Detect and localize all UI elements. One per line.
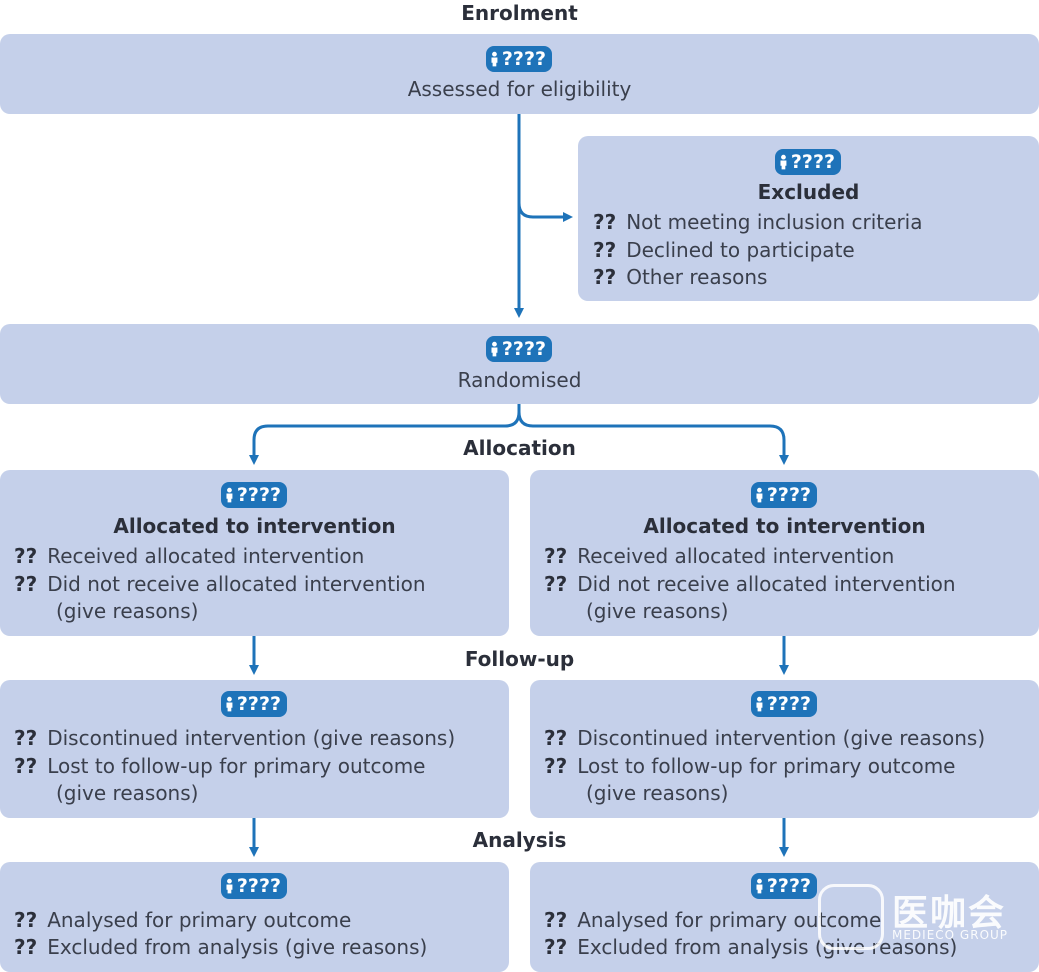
arrow-to-excluded bbox=[517, 202, 573, 222]
list-item: ??Discontinued intervention (give reason… bbox=[544, 726, 986, 750]
list-item: ??Analysed for primary outcome bbox=[14, 908, 352, 932]
person-icon bbox=[756, 696, 763, 712]
count-badge: ???? bbox=[221, 873, 287, 899]
list-item: ??Excluded from analysis (give reasons) bbox=[544, 935, 958, 959]
count-placeholder: ???? bbox=[236, 484, 281, 506]
person-icon bbox=[756, 878, 763, 894]
count-badge: ???? bbox=[751, 873, 817, 899]
count-placeholder: ???? bbox=[766, 693, 811, 715]
list-item: ??Lost to follow-up for primary outcome bbox=[544, 754, 956, 778]
list-item: ??Excluded from analysis (give reasons) bbox=[14, 935, 428, 959]
count-badge: ???? bbox=[486, 336, 552, 362]
count-badge: ???? bbox=[775, 149, 841, 175]
list-item: ??Analysed for primary outcome bbox=[544, 908, 882, 932]
randomised-box: ???? Randomised bbox=[0, 324, 1039, 404]
stage-label-followup: Follow-up bbox=[464, 647, 575, 671]
count-badge: ???? bbox=[751, 482, 817, 508]
list-item: ??Received allocated intervention bbox=[544, 544, 895, 568]
count-placeholder: ???? bbox=[236, 875, 281, 897]
list-item: ??Did not receive allocated intervention bbox=[14, 572, 426, 596]
list-item: ??Other reasons bbox=[593, 265, 768, 289]
person-icon bbox=[226, 696, 233, 712]
list-item: ??Not meeting inclusion criteria bbox=[593, 210, 923, 234]
arrow-randomised-split-right bbox=[517, 411, 789, 465]
note-text: (give reasons) bbox=[56, 599, 199, 623]
count-placeholder: ???? bbox=[790, 151, 835, 173]
count-placeholder: ???? bbox=[766, 484, 811, 506]
count-placeholder: ???? bbox=[766, 875, 811, 897]
count-placeholder: ???? bbox=[501, 338, 546, 360]
excluded-title: Excluded bbox=[757, 180, 860, 204]
stage-label-analysis: Analysis bbox=[472, 828, 567, 852]
count-badge: ???? bbox=[221, 482, 287, 508]
randomised-title: Randomised bbox=[457, 368, 582, 392]
count-placeholder: ???? bbox=[501, 48, 546, 70]
analysis-right-box: ???? ??Analysed for primary outcome ??Ex… bbox=[530, 862, 1039, 972]
list-item: ??Declined to participate bbox=[593, 238, 855, 262]
note-text: (give reasons) bbox=[586, 781, 729, 805]
allocation-left-title: Allocated to intervention bbox=[113, 514, 396, 538]
list-item: ??Did not receive allocated intervention bbox=[544, 572, 956, 596]
list-item: ??Received allocated intervention bbox=[14, 544, 365, 568]
note-text: (give reasons) bbox=[56, 781, 199, 805]
stage-label-allocation: Allocation bbox=[463, 436, 576, 460]
assessed-title: Assessed for eligibility bbox=[407, 77, 632, 101]
person-icon bbox=[226, 878, 233, 894]
watermark-logo-icon bbox=[818, 884, 884, 950]
stage-label-enrolment: Enrolment bbox=[461, 1, 578, 25]
watermark-text: 医咖会 bbox=[892, 893, 1007, 934]
allocation-left-box: ???? Allocated to intervention ??Receive… bbox=[0, 470, 509, 636]
count-badge: ???? bbox=[221, 691, 287, 717]
allocation-right-box: ???? Allocated to intervention ??Receive… bbox=[530, 470, 1039, 636]
list-item: ??Discontinued intervention (give reason… bbox=[14, 726, 456, 750]
list-item: ??Lost to follow-up for primary outcome bbox=[14, 754, 426, 778]
analysis-left-box: ???? ??Analysed for primary outcome ??Ex… bbox=[0, 862, 509, 972]
followup-left-box: ???? ??Discontinued intervention (give r… bbox=[0, 680, 509, 818]
allocation-right-title: Allocated to intervention bbox=[643, 514, 926, 538]
person-icon bbox=[226, 487, 233, 503]
person-icon bbox=[491, 51, 498, 67]
count-badge: ???? bbox=[751, 691, 817, 717]
count-badge: ???? bbox=[486, 46, 552, 72]
watermark-subtext: MEDIECO GROUP bbox=[892, 928, 1009, 942]
excluded-box: ???? Excluded ??Not meeting inclusion cr… bbox=[578, 136, 1039, 301]
person-icon bbox=[491, 341, 498, 357]
person-icon bbox=[756, 487, 763, 503]
assessed-box: ???? Assessed for eligibility bbox=[0, 34, 1039, 114]
note-text: (give reasons) bbox=[586, 599, 729, 623]
followup-right-box: ???? ??Discontinued intervention (give r… bbox=[530, 680, 1039, 818]
count-placeholder: ???? bbox=[236, 693, 281, 715]
person-icon bbox=[780, 154, 787, 170]
